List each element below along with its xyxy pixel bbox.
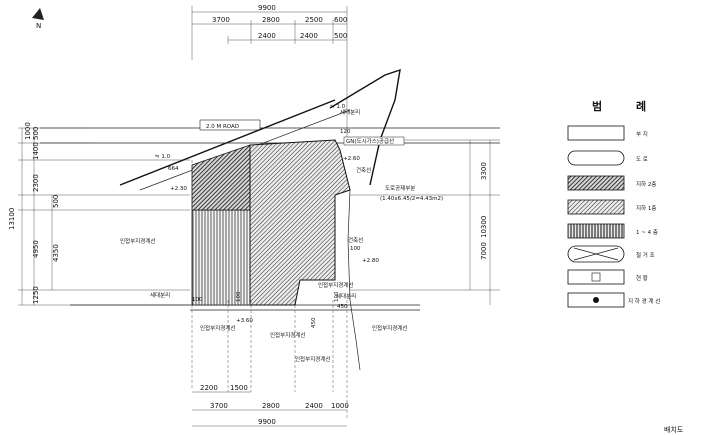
right-dim-1: 3300 <box>480 162 488 180</box>
right-dimensions: 3300 10300 7000 <box>350 139 500 305</box>
top-dim-2: 2800 <box>262 16 280 24</box>
north-label: N <box>36 22 41 30</box>
bottom-dimensions: 2200 1500 3700 2800 2400 1000 9900 <box>192 384 349 427</box>
adj-line-bottom2-label: 인접부지경계선 <box>270 331 305 339</box>
legend-swatch-underground <box>567 292 625 308</box>
legend-label-b2: 지하 2층 <box>636 180 656 188</box>
bottom-dim-5: 2400 <box>305 402 323 410</box>
slope-label-2: ≒ 1.0 <box>155 154 171 160</box>
boundary-label-2: 건축선 <box>348 236 363 244</box>
road-band: 2.0 M ROAD <box>40 119 500 144</box>
setback-label: 세대분리 <box>340 108 360 116</box>
setback-dist-label: 세대분리 <box>150 291 170 299</box>
legend: 범 례 부 지 도 로 지하 2층 지하 1층 1 ~ 4 층 철 거 조 현 … <box>567 99 660 308</box>
n664-label: 664 <box>168 166 179 172</box>
top-dim-1: 3700 <box>212 16 230 24</box>
slope-label-1: ≒ 1.0 <box>330 104 346 110</box>
top-dim-3: 2500 <box>305 16 323 24</box>
road-label: 2.0 M ROAD <box>206 124 239 130</box>
bottom-dim-1: 2200 <box>200 384 218 392</box>
bottom-dim-3: 3700 <box>210 402 228 410</box>
boundary-label: 건축선 <box>356 166 371 174</box>
legend-swatch-current <box>567 269 625 285</box>
top-total-dim: 9900 <box>258 4 276 12</box>
north-arrow-icon: N <box>32 8 44 30</box>
left-dimensions: 13100 1000 500 1400 2300 4950 1250 500 4… <box>8 122 190 306</box>
left-dim-1: 1000 <box>24 122 32 140</box>
gas-line-label: GN(도시가스)공급선 <box>346 137 394 145</box>
top-dim-6: 2400 <box>300 32 318 40</box>
n120-label: 120 <box>340 129 351 135</box>
right-dim-3: 7000 <box>480 242 488 260</box>
legend-title-right: 례 <box>636 99 646 113</box>
n100-label-b: 100 <box>192 297 203 303</box>
right-dim-2: 10300 <box>480 216 488 238</box>
n450-label: 450 <box>311 317 317 328</box>
elevation-label-2: +2.60 <box>343 156 360 162</box>
legend-swatch-site <box>567 125 625 141</box>
legend-label-floors: 1 ~ 4 층 <box>636 228 658 236</box>
adj-line-bottom1-label: 인접부지경계선 <box>200 324 235 332</box>
legend-label-underground: 지 하 경 계 선 <box>628 297 660 305</box>
bottom-dim-4: 2800 <box>262 402 280 410</box>
n100-label-c: 100 <box>236 291 242 302</box>
adj-line-bottom3-label: 인접부지경계선 <box>295 355 330 363</box>
legend-swatch-b1 <box>567 199 625 215</box>
left-dim-4: 2300 <box>32 174 40 192</box>
left-dim-3: 1400 <box>32 142 40 160</box>
n450-label-b: 450 <box>337 304 348 310</box>
left-inner-dim-2: 4350 <box>52 244 60 262</box>
elevation-label-3: +2.80 <box>362 258 379 264</box>
bottom-dim-6: 1000 <box>331 402 349 410</box>
legend-label-road: 도 로 <box>636 156 648 163</box>
legend-label-current: 현 황 <box>636 274 648 282</box>
legend-label-site: 부 지 <box>636 130 648 138</box>
setback-label-2: 세대분리 <box>336 292 356 300</box>
adj-line-right1-label: 인접부지경계선 <box>318 281 353 289</box>
left-dim-5: 4950 <box>32 240 40 258</box>
legend-title-left: 범 <box>592 99 602 113</box>
bottom-total-dim: 9900 <box>258 418 276 426</box>
bottom-dim-2: 1500 <box>230 384 248 392</box>
legend-label-demolition: 철 거 조 <box>636 251 655 259</box>
n100-label-a: 100 <box>350 246 361 252</box>
adj-line-right2-label: 인접부지경계선 <box>372 324 407 332</box>
road-area-calc: (1.40x6.45/2=4.43m2) <box>380 196 443 202</box>
left-inner-dim-1: 500 <box>52 195 60 208</box>
top-dim-5: 2400 <box>258 32 276 40</box>
left-dim-2: 500 <box>32 127 40 140</box>
elevation-label-4: +3.60 <box>236 318 253 324</box>
left-dim-6: 1250 <box>32 286 40 304</box>
legend-swatch-b2 <box>567 175 625 191</box>
top-dim-7: 500 <box>334 32 347 40</box>
plan-labels: ≒ 1.0 ≒ 1.0 세대분리 GN(도시가스)공급선 120 +2.60 건… <box>120 104 443 363</box>
top-dimensions: 9900 3700 2800 2500 600 2400 2400 500 <box>191 4 347 140</box>
legend-swatch-demolition <box>567 245 625 263</box>
top-dim-4: 600 <box>334 16 347 24</box>
legend-swatch-road <box>567 150 625 166</box>
elevation-label-1: +2.30 <box>170 186 187 192</box>
left-total-dim: 13100 <box>8 208 16 230</box>
adj-line-left-label: 인접부지경계선 <box>120 237 155 245</box>
site-plan <box>70 68 420 420</box>
road-area-label: 도로공제부분 <box>385 184 415 192</box>
legend-swatch-floors <box>567 223 625 239</box>
n100-label-d: 100 <box>334 291 340 302</box>
legend-label-b1: 지하 1층 <box>636 204 656 212</box>
corner-stamp: 배치도 <box>664 425 684 434</box>
